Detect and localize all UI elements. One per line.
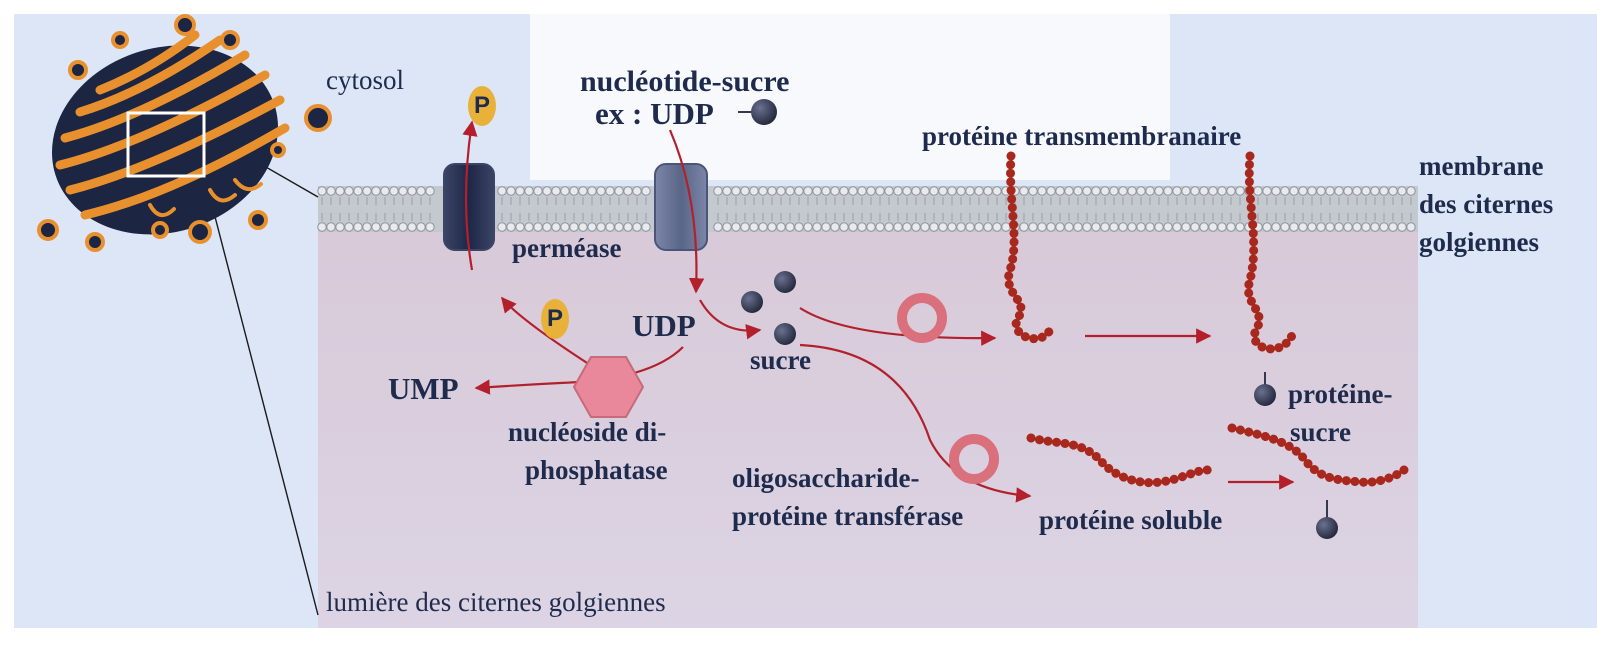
label-transferase-1: oligosaccharide-: [732, 463, 920, 493]
label-ex-udp: ex : UDP: [595, 96, 714, 131]
transferase-ring-1: [897, 293, 947, 343]
arrow-udp-to-ump: [474, 346, 684, 395]
phosphate-badge-cytosol: P: [468, 86, 496, 126]
protein-chain-3: [1026, 433, 1213, 488]
sugar-molecules: [738, 99, 1338, 539]
label-membrane: membrane: [1419, 151, 1544, 181]
golgi-apparatus-icon: [37, 14, 332, 252]
transferase-ring-2: [949, 434, 999, 484]
label-ump: UMP: [388, 371, 459, 406]
protein-chain-2: [1244, 151, 1299, 354]
sugar-ball-soluble: [1316, 517, 1338, 539]
label-golgiennes: golgiennes: [1419, 227, 1540, 257]
label-nucleoside-diphosphatase-1: nucléoside di-: [508, 417, 667, 447]
arrow-sugar-to-soluble: [799, 343, 1032, 503]
sugar-ball-transmembrane: [1254, 384, 1276, 406]
zoom-box: [126, 111, 206, 178]
upper-highlight: [530, 14, 1170, 180]
arrow-sugar-to-transmembrane: [799, 307, 997, 346]
golgi-membrane-bilayer: [317, 186, 1418, 232]
label-nucleoside-diphosphatase-2: phosphatase: [525, 455, 668, 485]
arrow-nucleotide-into-lumen: [668, 129, 705, 294]
label-sugar: sucre: [750, 345, 811, 375]
label-permease: perméase: [512, 233, 622, 263]
protein-chain-4: [1227, 423, 1409, 487]
phosphate-badge-lumen: P: [541, 299, 569, 339]
sugar-ball-1: [774, 271, 796, 293]
sugar-ball-nucleotide: [751, 99, 777, 125]
label-transferase-2: protéine transférase: [732, 501, 964, 531]
lumen-region: [318, 218, 1418, 628]
protein-chains: [1004, 151, 1409, 488]
nucleoside-diphosphatase-hexagon: [572, 356, 645, 418]
protein-chain-1: [1004, 151, 1055, 344]
arrow-phosphate-to-cytosol: [462, 120, 478, 271]
label-des-citernes: des citernes: [1419, 189, 1554, 219]
sugar-ball-3: [774, 323, 796, 345]
label-transmembrane-protein: protéine transmembranaire: [922, 121, 1242, 151]
label-protein-sugar-1: protéine-: [1288, 379, 1393, 409]
label-nucleotide-sugar: nucléotide-sucre: [580, 65, 790, 98]
arrow-phosphatase-to-phosphate: [501, 296, 599, 371]
zoom-line-bottom: [204, 177, 319, 616]
label-udp: UDP: [632, 308, 696, 343]
sugar-permease: [654, 163, 708, 251]
arrow-udp-to-sugar: [699, 299, 762, 340]
phosphate-permease: [443, 163, 495, 251]
label-cytosol: cytosol: [326, 65, 404, 95]
label-soluble-protein: protéine soluble: [1039, 505, 1223, 535]
label-protein-sugar-2: sucre: [1290, 417, 1351, 447]
label-lumen: lumière des citernes golgiennes: [326, 587, 666, 617]
sugar-ball-2: [741, 291, 763, 313]
